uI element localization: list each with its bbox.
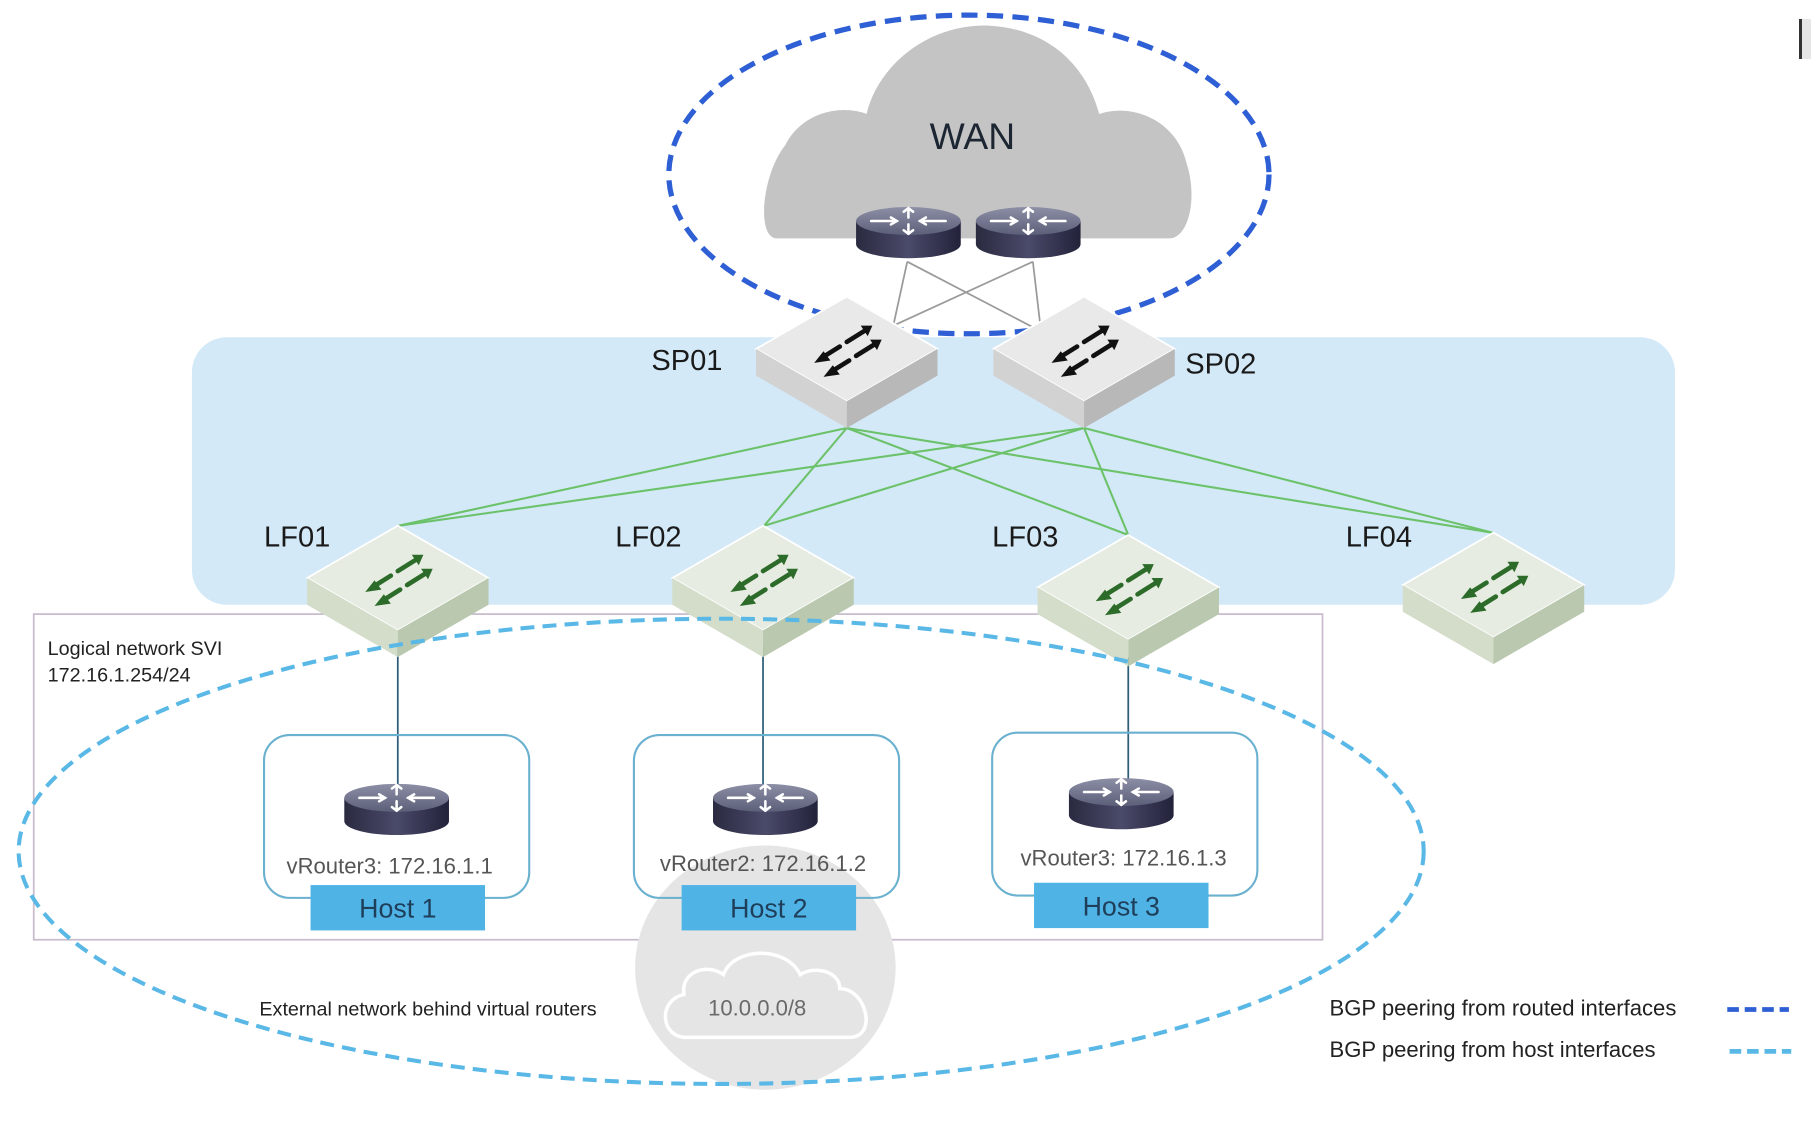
leaf-host-links	[396, 645, 1130, 791]
wan-label: WAN	[930, 115, 1015, 157]
host1-tag	[310, 885, 486, 931]
lf02-label: LF02	[615, 522, 681, 554]
vrouter2-label: vRouter2: 172.16.1.2	[660, 851, 866, 876]
vrouter-host2[interactable]	[711, 782, 819, 837]
lf01-label: LF01	[264, 522, 330, 554]
bgp-routed-peering-ring	[666, 12, 1272, 337]
bgp-host-peering-ring	[16, 616, 1426, 1086]
logical-network-title: Logical network SVI	[48, 638, 223, 660]
vrouter1-label: vRouter3: 172.16.1.1	[287, 853, 493, 878]
wan-cloud	[764, 25, 1192, 239]
legend: BGP peering from routed interfaces BGP p…	[1329, 995, 1792, 1062]
external-network-prefix: 10.0.0.0/8	[708, 995, 806, 1020]
host2-label: Host 2	[730, 894, 807, 924]
host2-tag	[681, 885, 857, 931]
lf03-label: LF03	[992, 522, 1058, 554]
legend-host-label: BGP peering from host interfaces	[1329, 1037, 1655, 1062]
external-network-caption: External network behind virtual routers	[259, 998, 596, 1020]
host1-label: Host 1	[359, 894, 436, 924]
lf04-label: LF04	[1346, 522, 1412, 554]
wan-router-1[interactable]	[854, 205, 963, 260]
host3-tag	[1034, 882, 1209, 929]
wan-router-2[interactable]	[974, 205, 1082, 260]
external-cloud-icon	[663, 951, 868, 1040]
sp02-label: SP02	[1185, 348, 1256, 380]
legend-routed-label: BGP peering from routed interfaces	[1329, 995, 1676, 1020]
host3-label: Host 3	[1083, 891, 1160, 921]
vrouter-host1[interactable]	[343, 782, 451, 837]
fabric-area	[191, 337, 1675, 605]
sp01-label: SP01	[651, 345, 722, 377]
text-cursor-indicator	[1799, 19, 1811, 59]
wan-spine-links	[892, 260, 1042, 333]
vrouter-host3[interactable]	[1067, 776, 1175, 831]
fabric-links	[398, 426, 1493, 536]
logical-network-subnet: 172.16.1.254/24	[48, 665, 191, 687]
vrouter3-label: vRouter3: 172.16.1.3	[1020, 845, 1226, 870]
